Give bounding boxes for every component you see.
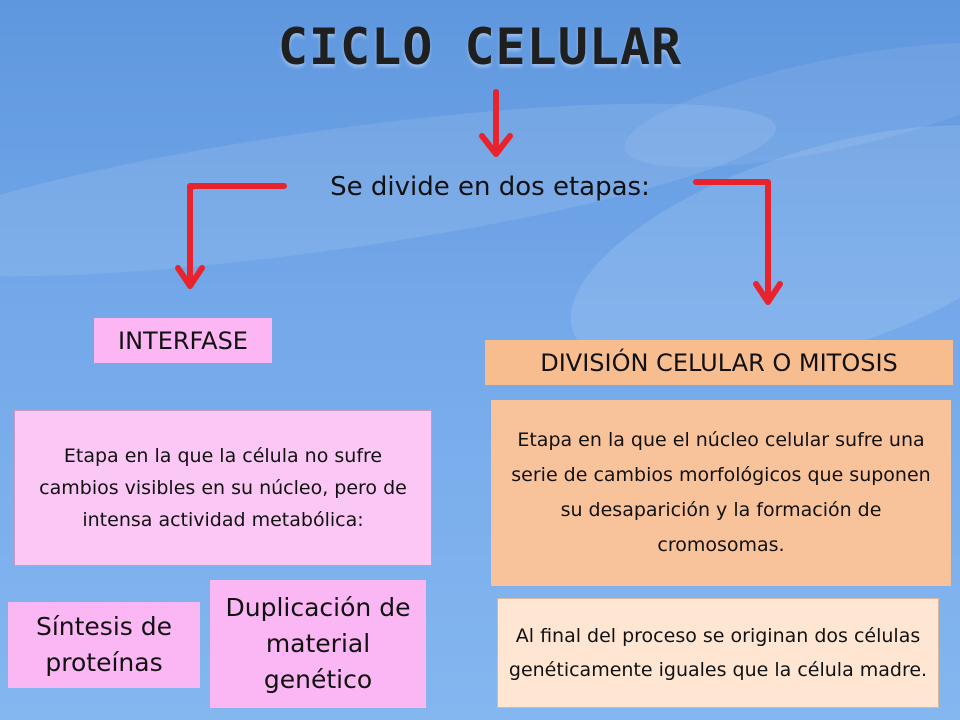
arrow-head-center [479, 133, 513, 157]
protein-synthesis-box: Síntesis de proteínas [8, 602, 200, 688]
mitosis-description: Etapa en la que el núcleo celular sufre … [491, 400, 951, 586]
interfase-label: INTERFASE [94, 318, 272, 363]
mitosis-result: Al final del proceso se originan dos cél… [497, 598, 939, 708]
arrow-head-left [175, 265, 205, 289]
genetic-duplication-box: Duplicación de material genético [210, 580, 426, 708]
page-title: CICLO CELULAR [277, 18, 683, 76]
interfase-description: Etapa en la que la célula no sufre cambi… [14, 410, 432, 566]
subtitle-text: Se divide en dos etapas: [330, 172, 650, 202]
arrow-left-branch [187, 183, 287, 287]
arrow-head-right [753, 281, 783, 305]
mitosis-label: DIVISIÓN CELULAR O MITOSIS [485, 340, 953, 385]
arrow-right-branch [693, 179, 771, 303]
